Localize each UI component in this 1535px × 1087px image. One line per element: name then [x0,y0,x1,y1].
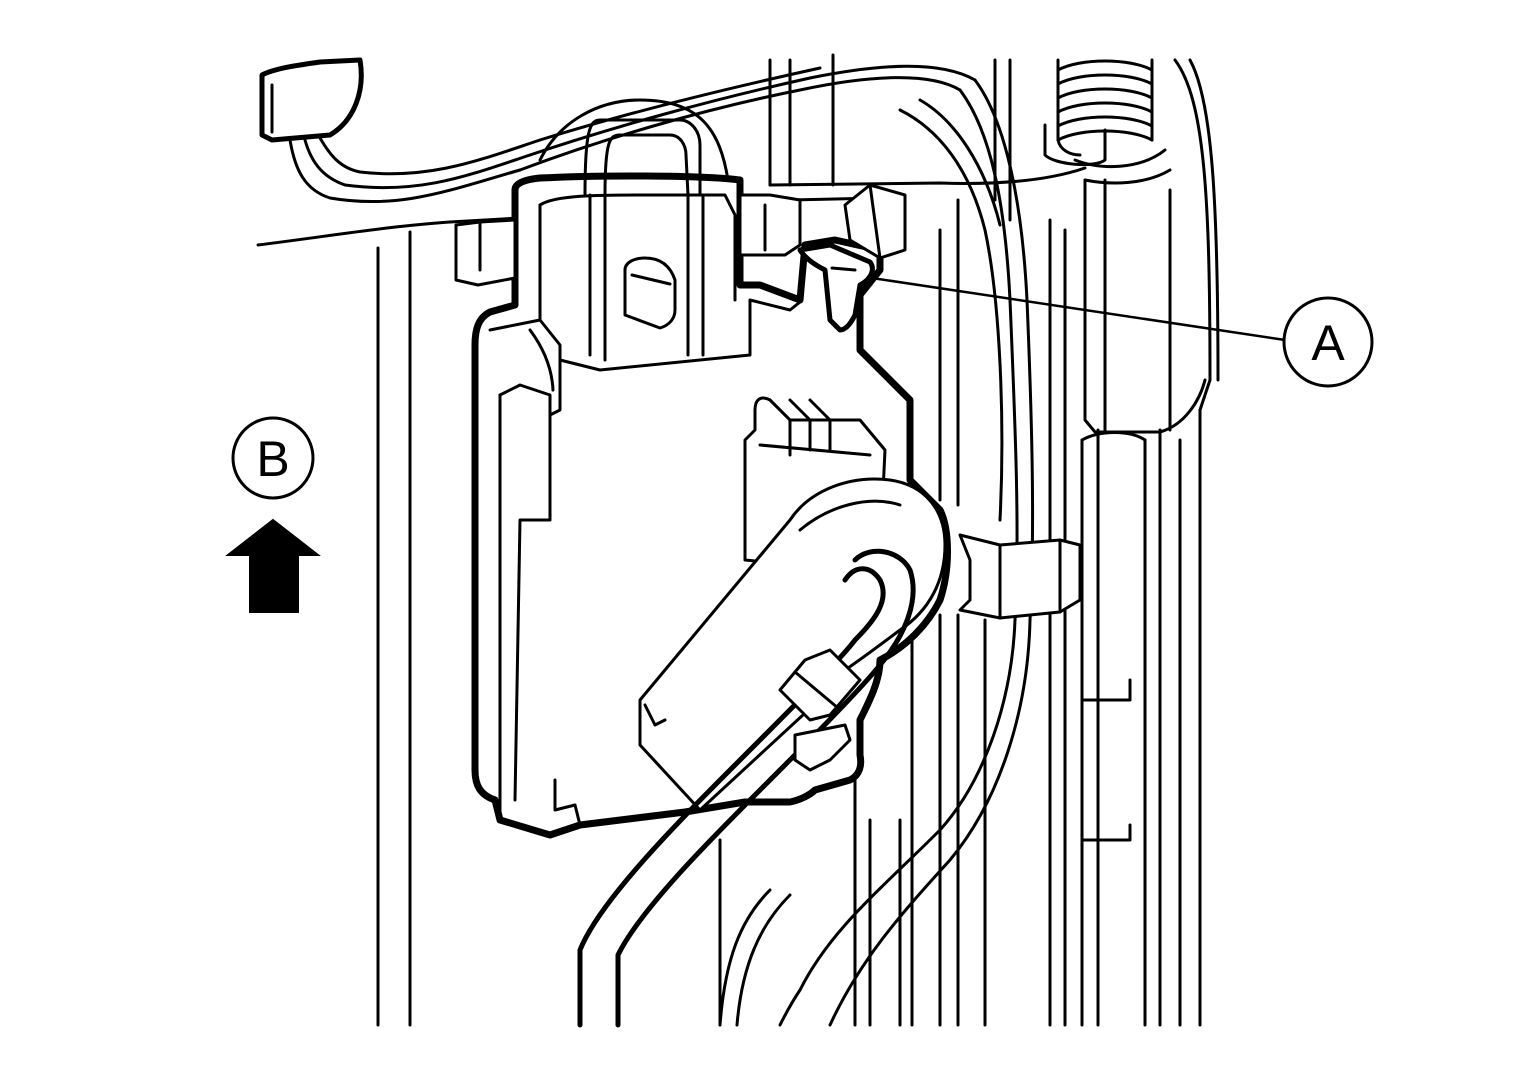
mounting-tabs [454,183,907,287]
wire-harness-right [718,78,1035,1027]
wire-clamp [958,533,1082,620]
upper-panel-edge [768,166,1087,202]
callout-a: A [870,276,1374,388]
callout-a-label: A [1311,315,1345,371]
callout-b: B [225,416,321,613]
arrow-up-icon [225,518,321,613]
cable-lever [577,477,947,1028]
left-clip [488,318,582,827]
callout-b-circle [231,416,315,500]
coil-spring [1043,58,1154,166]
right-rod [1080,431,1147,842]
bracket [538,98,802,372]
top-connector [259,57,977,204]
callout-b-label: B [256,431,289,487]
callout-a-circle [1282,296,1374,388]
latch-hook-a [797,242,875,333]
